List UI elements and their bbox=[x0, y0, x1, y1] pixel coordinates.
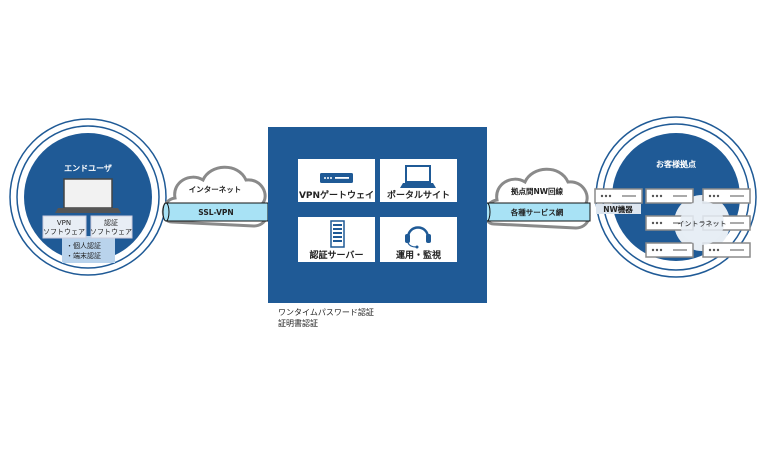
intranet-label: イントラネット bbox=[678, 220, 727, 228]
tile-label: ポータルサイト bbox=[387, 189, 450, 201]
tile-label: VPNゲートウェイ bbox=[299, 189, 374, 201]
vpn-software-label: ソフトウェア bbox=[43, 228, 85, 236]
auth-software-label: 認証 bbox=[104, 218, 118, 227]
laptop-icon bbox=[55, 178, 121, 213]
internet-label: インターネット bbox=[189, 184, 242, 194]
network-device bbox=[594, 188, 643, 204]
network-device bbox=[645, 188, 694, 204]
auth-caption: ワンタイムパスワード認証 bbox=[278, 307, 374, 317]
nw-device-label: NW機器 bbox=[603, 204, 633, 214]
end-user-title: エンドユーザ bbox=[64, 164, 112, 173]
customer-site-title: お客様拠点 bbox=[656, 159, 696, 169]
auth-software-box bbox=[90, 215, 133, 239]
vpn-software-label: VPN bbox=[57, 219, 71, 227]
customer-site: お客様拠点 NW機器 イントラネット bbox=[594, 116, 757, 278]
inter-site-cloud: 拠点間NW回線 各種サービス網 bbox=[483, 167, 591, 230]
vpn-gateway-icon bbox=[320, 173, 353, 183]
tile-auth-server: 認証サーバー bbox=[298, 217, 375, 262]
tile-operations: 運用・監視 bbox=[380, 217, 457, 262]
tile-label: 認証サーバー bbox=[310, 249, 364, 261]
service-network-label: 各種サービス網 bbox=[510, 207, 564, 217]
auth-item: ・個人認証 bbox=[66, 241, 101, 250]
tile-label: 運用・監視 bbox=[396, 249, 441, 261]
network-device bbox=[645, 242, 694, 258]
auth-item: ・端末認証 bbox=[66, 251, 101, 260]
end-user-site: エンドユーザ VPN ソフトウェア 認証 ソフトウェア ・個人認証 ・端末認証 bbox=[9, 118, 167, 276]
inter-site-label: 拠点間NW回線 bbox=[511, 186, 564, 196]
network-device bbox=[702, 242, 751, 258]
server-rack-icon bbox=[330, 220, 345, 248]
network-device bbox=[702, 188, 751, 204]
auth-caption: 証明書認証 bbox=[278, 318, 318, 328]
tile-vpn-gateway: VPNゲートウェイ bbox=[298, 159, 375, 202]
auth-software-label: ソフトウェア bbox=[90, 228, 132, 236]
laptop-icon bbox=[400, 165, 436, 188]
internet-cloud: インターネット SSL-VPN bbox=[161, 165, 269, 228]
vpn-service-center: VPNゲートウェイ ポータルサイト 認証サーバー bbox=[268, 127, 487, 303]
ssl-vpn-label: SSL-VPN bbox=[198, 208, 233, 217]
tile-portal-site: ポータルサイト bbox=[380, 159, 457, 202]
auth-methods-box bbox=[62, 236, 115, 263]
headset-icon bbox=[405, 226, 431, 249]
vpn-software-box bbox=[42, 215, 87, 239]
